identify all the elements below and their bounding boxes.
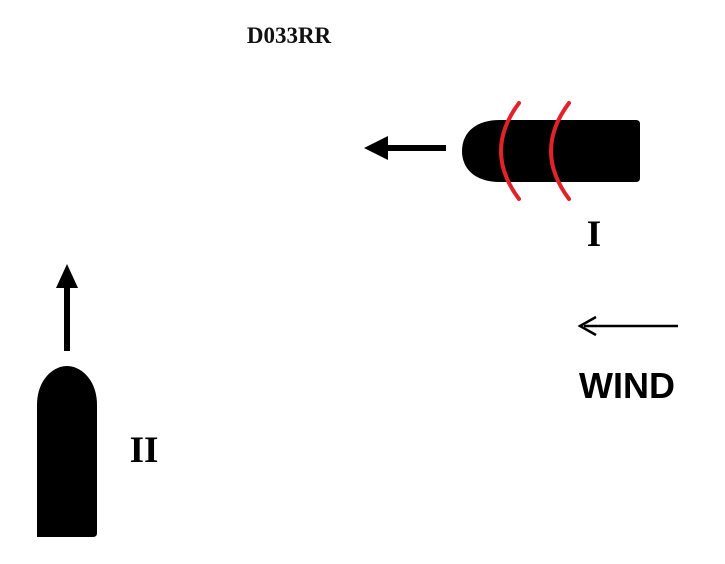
vessel-ii: II xyxy=(37,264,158,537)
diagram-id: D033RR xyxy=(247,23,332,48)
wind-arrow-head xyxy=(577,315,597,337)
vessel-i: I xyxy=(364,101,640,255)
vessel-i-light-arc-2 xyxy=(549,101,571,201)
wind-indicator: WIND xyxy=(577,315,678,406)
vessel-ii-heading-arrow-head xyxy=(56,264,78,288)
wind-label: WIND xyxy=(579,365,675,406)
vessel-ii-hull xyxy=(37,366,97,537)
vessel-i-light-arc-1 xyxy=(499,101,521,201)
vessel-i-label: I xyxy=(587,214,601,255)
vessel-i-heading-arrow-head xyxy=(364,136,388,160)
vessel-ii-label: II xyxy=(130,430,159,471)
